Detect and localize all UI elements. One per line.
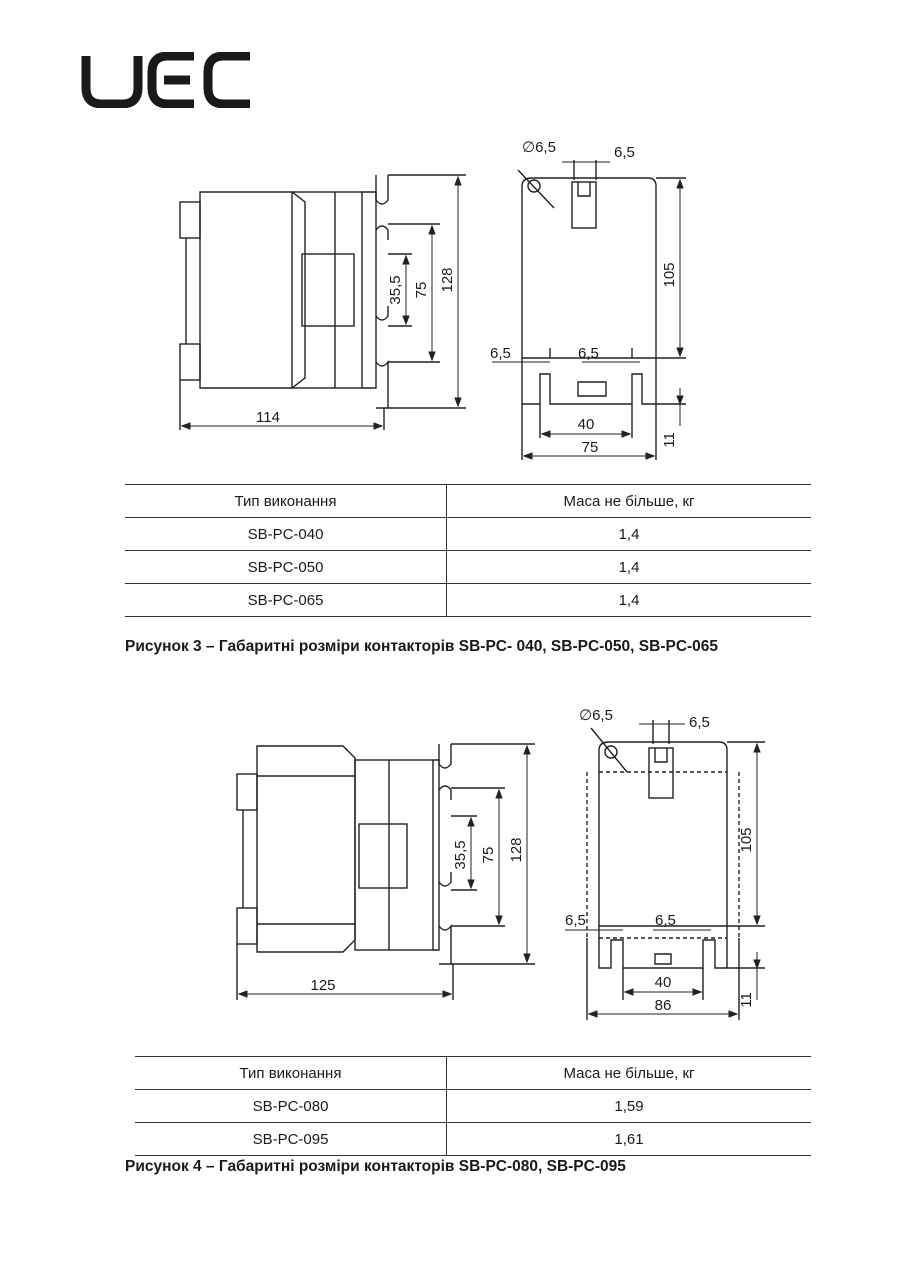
fig4-dim-105: 105 [738,827,755,852]
fig4-dim-128: 128 [508,837,525,862]
figure4-dimension-lines [237,744,531,998]
table-cell-mass: 1,4 [446,583,811,617]
table-header-row: Тип виконання Маса не більше, кг [135,1056,811,1090]
fig4-dim-top-slot: 6,5 [689,714,710,731]
table-cell-mass: 1,59 [446,1089,811,1123]
fig3-dim-75: 75 [413,282,430,299]
fig3-dim-128: 128 [439,267,456,292]
figure3-front-view [517,160,686,460]
fig4-dim-hole: ∅6,5 [579,707,613,724]
fig3-dim-114: 114 [256,409,280,426]
table-header-type: Тип виконання [125,484,447,518]
fig3-dim-hole: ∅6,5 [522,139,556,156]
fig3-dim-105: 105 [661,262,678,287]
table-header-type: Тип виконання [135,1056,447,1090]
figure4-front-view [586,720,765,1020]
fig4-dim-left-65: 6,5 [565,912,586,929]
figure3-svg: 114 128 75 35,5 [179,139,686,460]
figure4-front-dims [565,723,761,1018]
fig4-dim-11: 11 [738,992,755,1008]
table-cell-type: SB-PC-040 [125,517,447,551]
uec-logo-graphic [81,51,250,109]
figure4-mass-table: Тип виконання Маса не більше, кг SB-PC-0… [135,1056,811,1156]
figure3-caption: Рисунок 3 – Габаритні розміри контакторі… [125,638,719,655]
table-cell-type: SB-PC-080 [135,1089,447,1123]
figure3-side-view [179,174,466,430]
fig4-dim-86: 86 [655,997,672,1014]
table-cell-mass: 1,61 [446,1122,811,1156]
table-cell-mass: 1,4 [446,517,811,551]
fig4-dim-75: 75 [480,847,497,864]
fig3-dim-mid-65: 6,5 [578,345,599,362]
figure3-drawing: 114 128 75 35,5 [170,130,710,470]
table-row: SB-PC-065 1,4 [125,583,811,617]
table-header-mass: Маса не більше, кг [446,1056,811,1090]
fig3-dim-35: 35,5 [387,275,404,304]
table-row: SB-PC-050 1,4 [125,550,811,584]
fig3-dim-40: 40 [578,416,595,433]
figure3-dimension-lines [180,175,462,430]
table-row: SB-PC-080 1,59 [135,1089,811,1123]
fig4-dim-35: 35,5 [452,840,469,869]
table-cell-mass: 1,4 [446,550,811,584]
figure3-mass-table: Тип виконання Маса не більше, кг SB-PC-0… [125,484,811,617]
table-header-row: Тип виконання Маса не більше, кг [125,484,811,518]
fig3-dim-11: 11 [661,432,678,448]
table-cell-type: SB-PC-065 [125,583,447,617]
table-row: SB-PC-040 1,4 [125,517,811,551]
figure3-front-dims [492,161,684,460]
table-header-mass: Маса не більше, кг [446,484,811,518]
uec-logo [78,51,258,109]
figure4-side-view [236,743,535,1000]
table-cell-type: SB-PC-050 [125,550,447,584]
fig3-dim-top-slot: 6,5 [614,144,635,161]
fig4-dim-40: 40 [655,974,672,991]
figure4-svg: 125 128 75 35,5 [236,707,765,1020]
fig3-dim-left-65: 6,5 [490,345,511,362]
fig4-dim-125: 125 [310,977,335,994]
table-row: SB-PC-095 1,61 [135,1122,811,1156]
table-cell-type: SB-PC-095 [135,1122,447,1156]
fig4-dim-mid-65: 6,5 [655,912,676,929]
figure4-drawing: 125 128 75 35,5 [225,700,785,1030]
figure4-caption: Рисунок 4 – Габаритні розміри контакторі… [125,1158,626,1175]
fig3-dim-75-width: 75 [582,439,599,456]
